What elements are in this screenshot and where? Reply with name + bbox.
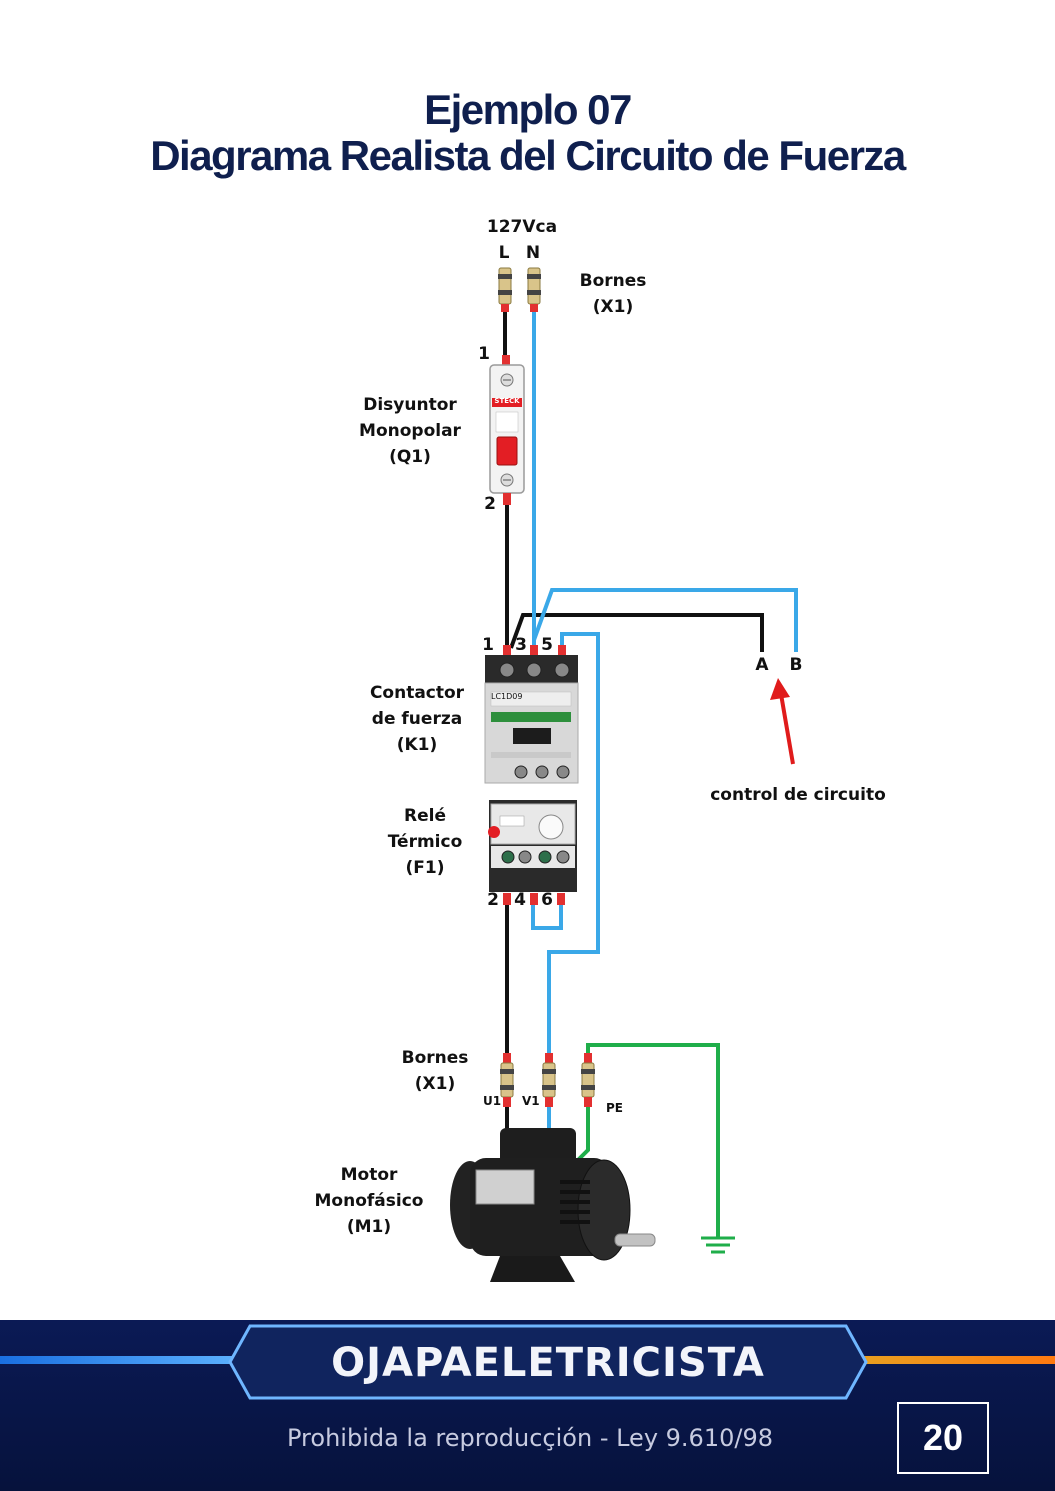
- motor-label: Motor Monofásico (M1): [314, 1165, 424, 1237]
- contactor-pin-3: 3: [515, 635, 527, 655]
- supply-voltage-label: 127Vca: [486, 217, 558, 237]
- contactor-k1: [484, 645, 579, 784]
- wire-bridge-4-6: [531, 905, 563, 930]
- wire-control-b: [532, 588, 798, 652]
- contactor-label: Contactor de fuerza (K1): [369, 683, 465, 755]
- arrow-icon: [770, 678, 795, 765]
- footer-accent-right: [855, 1356, 1055, 1364]
- thermal-relay-f1: [488, 800, 577, 905]
- terminal-pe-label: PE: [606, 1101, 623, 1115]
- title-line-2: Diagrama Realista del Circuito de Fuerza: [150, 132, 906, 179]
- legal-notice: Prohibida la reproducçión - Ley 9.610/98: [287, 1424, 773, 1452]
- control-a-label: A: [755, 655, 769, 675]
- footer-accent-left: [0, 1356, 250, 1364]
- breaker-pin-bottom: 2: [484, 494, 496, 514]
- terminals-top-label: Bornes (X1): [579, 271, 647, 317]
- terminal-u1: [500, 1053, 514, 1107]
- terminal-pe: [581, 1053, 595, 1107]
- relay-pin-2: 2: [487, 890, 499, 910]
- breaker-brand: STECK: [494, 397, 520, 405]
- wire-ground: [586, 1043, 720, 1238]
- contactor-model: LC1D09: [491, 692, 523, 701]
- contactor-pin-5: 5: [541, 635, 553, 655]
- relay-pin-4: 4: [514, 890, 526, 910]
- terminal-l: [498, 267, 512, 312]
- breaker-pin-top: 1: [478, 344, 490, 364]
- footer: OJAPAELETRICISTA Prohibida la reproducçi…: [0, 1320, 1055, 1491]
- relay-pin-6: 6: [541, 890, 553, 910]
- terminal-u1-label: U1: [483, 1094, 502, 1108]
- breaker-q1: [489, 355, 525, 505]
- ground-icon: [701, 1236, 735, 1254]
- contactor-pin-1: 1: [482, 635, 494, 655]
- control-b-label: B: [789, 655, 803, 675]
- wire-pin5-loop: [547, 632, 600, 1055]
- brand-name: OJAPAELETRICISTA: [331, 1340, 765, 1386]
- power-circuit-diagram: [450, 267, 798, 1282]
- terminal-v1: [542, 1053, 556, 1107]
- supply-n-label: N: [525, 243, 541, 263]
- terminal-block-top: [498, 267, 541, 312]
- wire-control-a: [509, 613, 764, 652]
- terminals-bottom-label: Bornes (X1): [401, 1048, 469, 1094]
- motor-m1: [450, 1128, 656, 1282]
- terminal-n: [527, 267, 541, 312]
- title-line-1: Ejemplo 07: [424, 86, 632, 133]
- terminal-block-bottom: [500, 1053, 595, 1107]
- supply-l-label: L: [498, 243, 510, 263]
- breaker-label: Disyuntor Monopolar (Q1): [359, 395, 461, 467]
- brand-banner: [228, 1324, 868, 1400]
- page-number: 20: [897, 1402, 989, 1474]
- relay-label: Relé Térmico (F1): [387, 806, 463, 878]
- terminal-v1-label: V1: [522, 1094, 540, 1108]
- control-circuit-label: control de circuito: [710, 785, 886, 805]
- wire-pe-motor: [576, 1105, 590, 1162]
